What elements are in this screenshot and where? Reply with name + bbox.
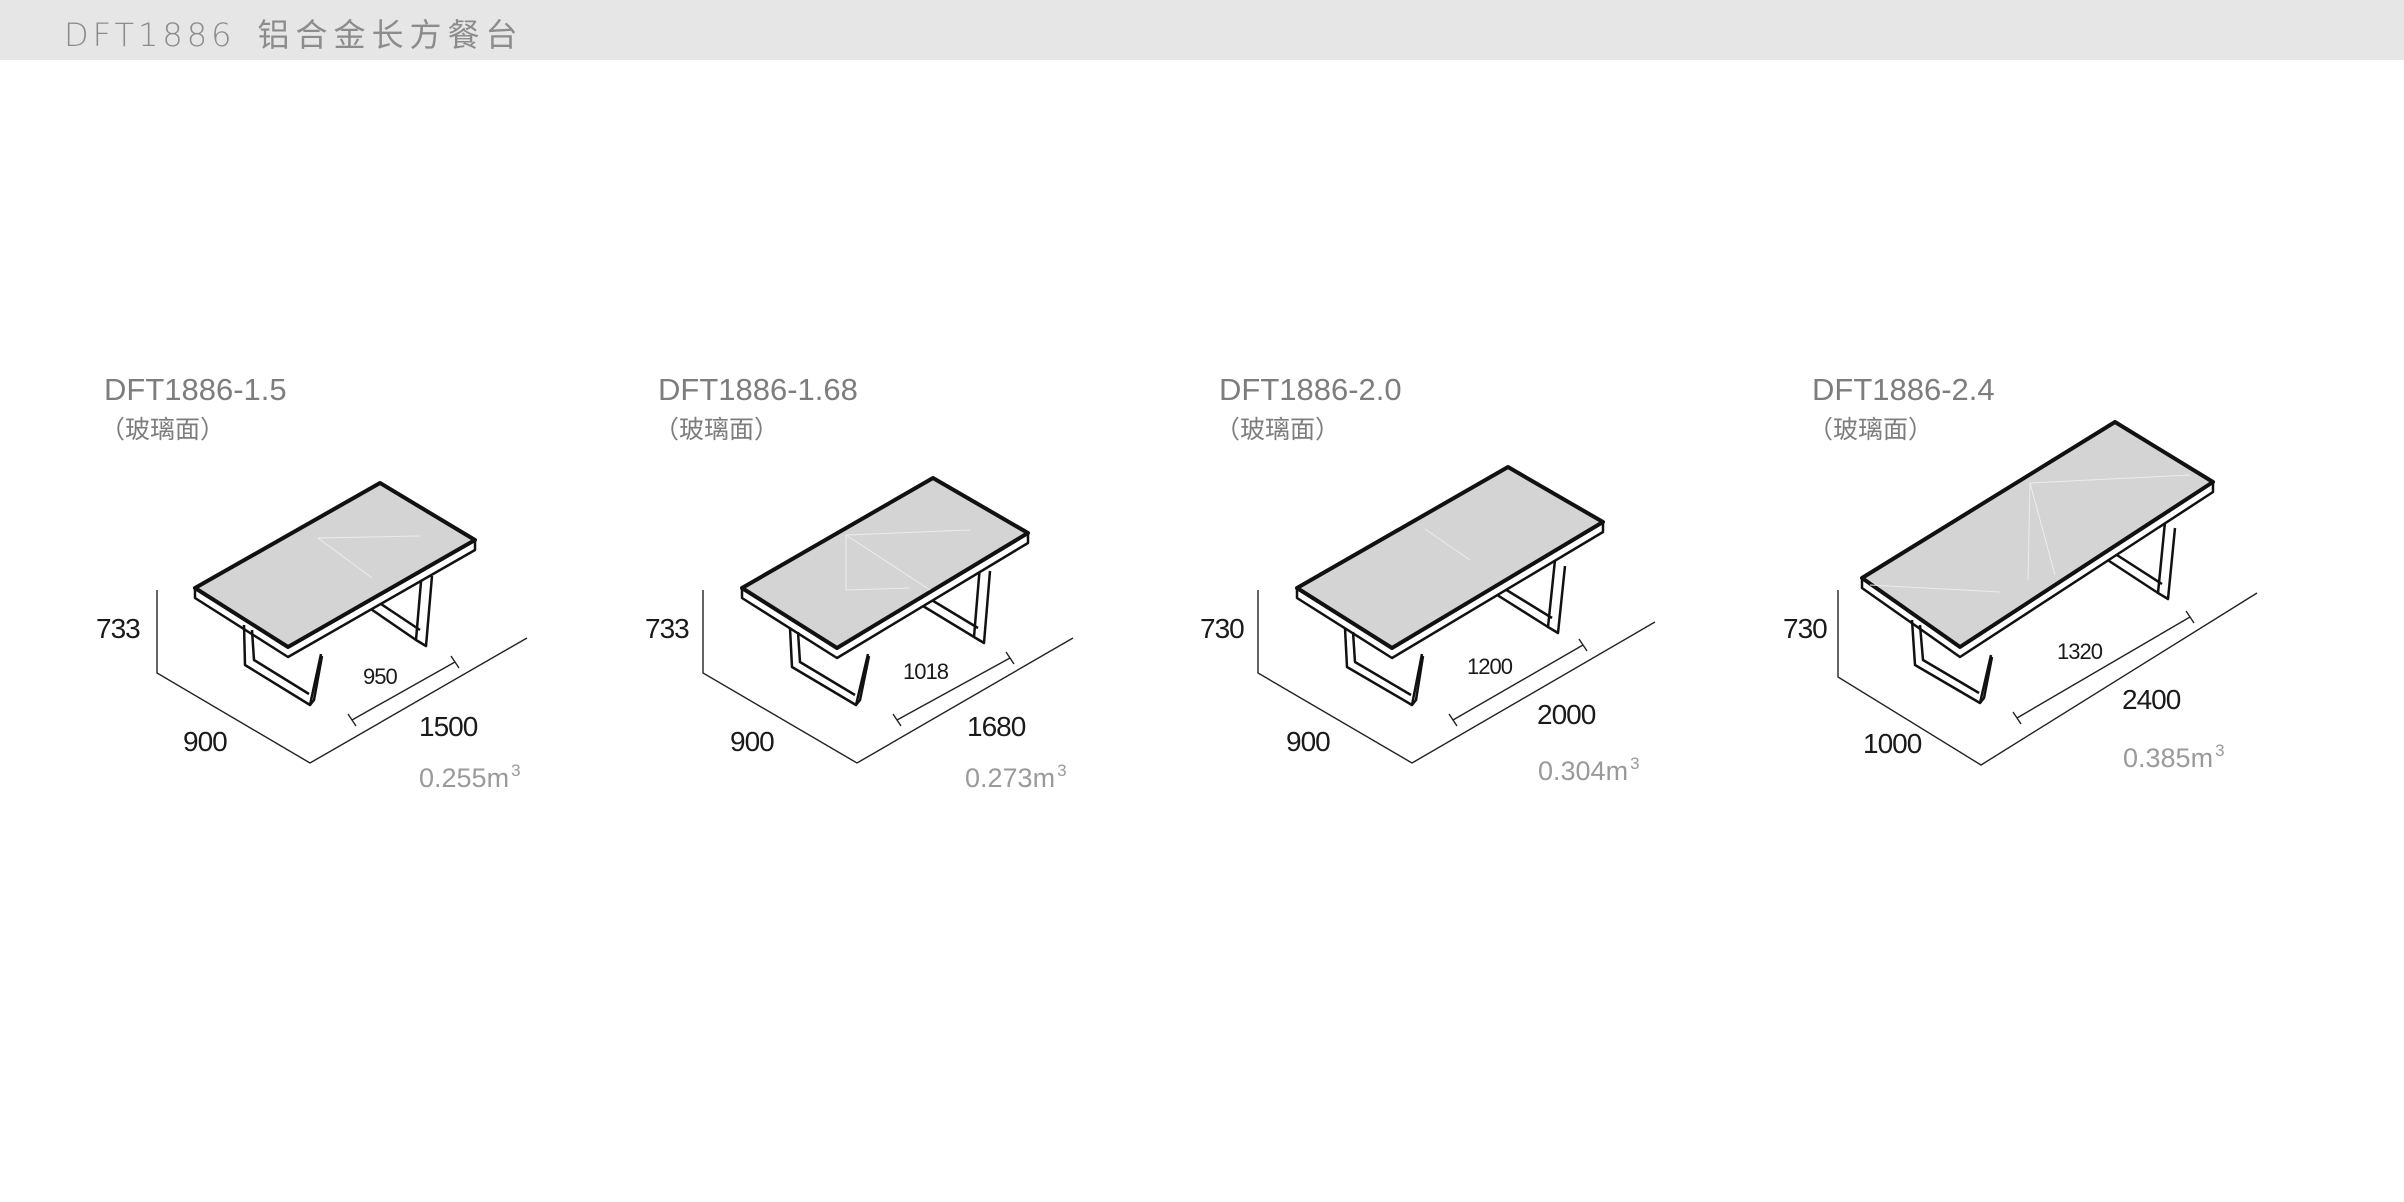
length-dimension: 2000 — [1537, 699, 1596, 730]
depth-dimension: 900 — [1286, 726, 1331, 757]
volume-exponent: 3 — [1057, 761, 1067, 780]
height-dimension: 733 — [645, 613, 690, 644]
front-leg-icon — [1343, 627, 1425, 707]
volume-value: 0.385m — [2123, 743, 2214, 773]
tabletop-icon — [740, 476, 1030, 660]
depth-dimension: 900 — [730, 726, 775, 757]
volume-exponent: 3 — [2215, 741, 2225, 760]
volume-value: 0.304m — [1538, 756, 1629, 786]
header-product-name: 铝合金长方餐台 — [257, 16, 524, 54]
tabletop-icon — [193, 481, 477, 659]
front-leg-icon — [1910, 619, 1994, 705]
volume-value: 0.255m — [419, 763, 510, 793]
model-label: DFT1886-1.5 — [104, 372, 287, 407]
volume-exponent: 3 — [1630, 754, 1640, 773]
model-label: DFT1886-2.0 — [1219, 372, 1402, 407]
leg-span-dimension: 1200 — [1467, 654, 1513, 679]
leg-span-dimension: 1018 — [903, 659, 949, 684]
length-dimension: 1680 — [967, 711, 1026, 742]
header-bar: DFT1886 铝合金长方餐台 — [0, 0, 2404, 60]
length-dimension: 1500 — [419, 711, 478, 742]
dimension-lines — [702, 590, 1074, 764]
depth-dimension: 900 — [183, 726, 228, 757]
dimension-lines — [1257, 590, 1656, 764]
material-label: （玻璃面） — [100, 415, 226, 444]
leg-span-dimension: 1320 — [2057, 639, 2103, 664]
table-drawing-3 — [1257, 465, 1656, 764]
volume-exponent: 3 — [511, 761, 521, 780]
page-title: DFT1886 铝合金长方餐台 — [64, 10, 523, 56]
material-label: （玻璃面） — [1808, 415, 1934, 444]
height-dimension: 730 — [1200, 613, 1245, 644]
volume-value: 0.273m — [965, 763, 1056, 793]
table-drawing-2 — [702, 476, 1074, 764]
model-label: DFT1886-2.4 — [1812, 372, 1995, 407]
height-dimension: 730 — [1783, 613, 1828, 644]
table-drawing-1 — [156, 481, 528, 764]
tabletop-icon — [1295, 465, 1605, 660]
table-drawing-4 — [1837, 420, 2258, 766]
dimension-lines — [156, 590, 528, 764]
height-dimension: 733 — [96, 613, 141, 644]
front-leg-icon — [242, 624, 324, 707]
tabletop-icon — [1860, 420, 2215, 659]
material-label: （玻璃面） — [1215, 415, 1341, 444]
length-dimension: 2400 — [2122, 684, 2181, 715]
leg-span-dimension: 950 — [363, 664, 398, 689]
back-leg-icon — [1493, 559, 1567, 635]
back-leg-icon — [917, 564, 992, 645]
header-model-code: DFT1886 — [64, 16, 236, 54]
front-leg-icon — [788, 627, 871, 707]
dimension-lines — [1837, 590, 2258, 766]
model-label: DFT1886-1.68 — [658, 372, 858, 407]
depth-dimension: 1000 — [1863, 728, 1922, 759]
material-label: （玻璃面） — [654, 415, 780, 444]
